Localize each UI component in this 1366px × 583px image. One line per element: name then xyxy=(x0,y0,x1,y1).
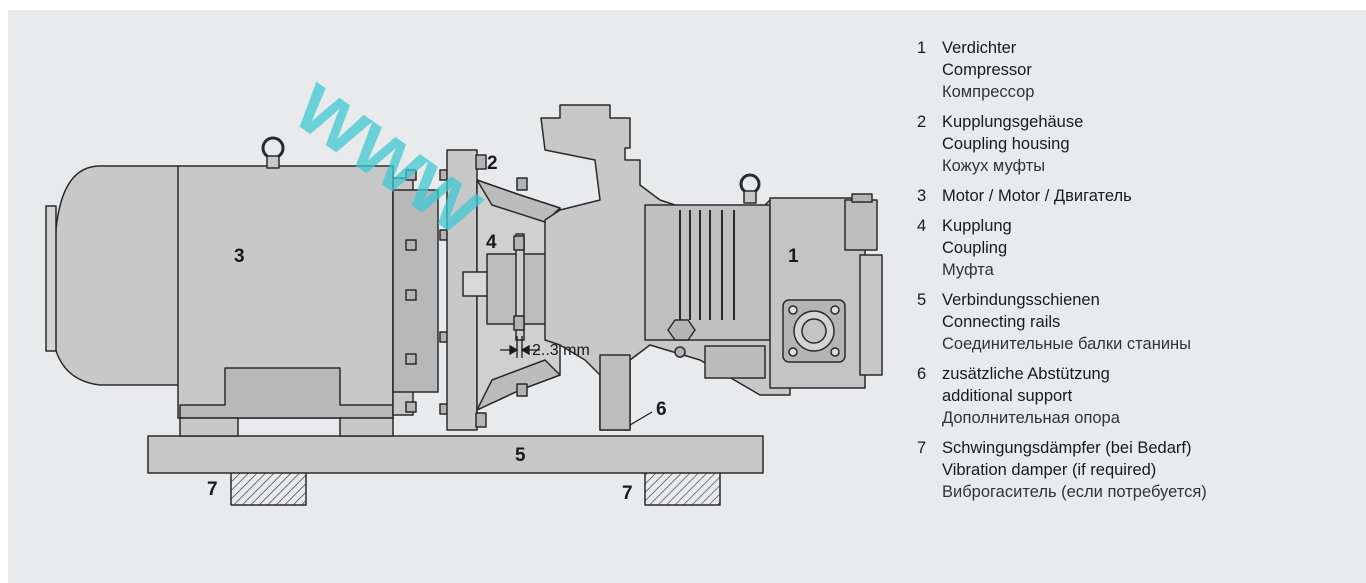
legend-number: 5 xyxy=(917,291,927,309)
legend-german: Verbindungsschienen xyxy=(942,291,1100,309)
legend-russian: Компрессор xyxy=(942,83,1035,101)
legend-german: Kupplungsgehäuse xyxy=(942,113,1084,131)
legend-russian: Муфта xyxy=(942,261,994,279)
legend-item: 5 Verbindungsschienen Connecting rails С… xyxy=(917,289,1357,355)
compressor xyxy=(540,104,883,431)
legend-english: Compressor xyxy=(942,61,1032,79)
legend-english: Vibration damper (if required) xyxy=(942,461,1157,479)
legend-german: Motor xyxy=(942,187,985,205)
callout-compressor: 1 xyxy=(788,246,799,267)
legend-number: 6 xyxy=(917,365,927,383)
legend-english: Motor xyxy=(997,187,1041,205)
motor-flange-bolts xyxy=(405,169,451,415)
legend-number: 2 xyxy=(917,113,927,131)
callout-damper-left: 7 xyxy=(207,479,218,500)
gap-dimension-label: 2..3 mm xyxy=(532,342,590,359)
legend-separator: / xyxy=(984,187,998,205)
legend-russian: Виброгаситель (если потребуется) xyxy=(942,483,1207,501)
legend-german: zusätzliche Abstützung xyxy=(942,365,1110,383)
legend-english: Coupling housing xyxy=(942,135,1070,153)
gap-dimension xyxy=(500,336,540,358)
legend-item: 4 Kupplung Coupling Муфта xyxy=(917,215,1357,281)
callout-coupling-housing: 2 xyxy=(487,153,498,174)
legend-separator: / xyxy=(1040,187,1054,205)
legend-german: Verdichter xyxy=(942,39,1017,57)
legend-item: 7 Schwingungsdämpfer (bei Bedarf) Vibrat… xyxy=(917,437,1357,503)
legend-english: Coupling xyxy=(942,239,1008,257)
legend-english: Connecting rails xyxy=(942,313,1061,331)
vibration-damper-right xyxy=(644,471,721,506)
legend-russian: Кожух муфты xyxy=(942,157,1046,175)
vibration-damper-left xyxy=(230,471,307,506)
legend-inline: Motor / Motor / Двигатель xyxy=(942,185,1357,207)
legend-russian: Дополнительная опора xyxy=(942,409,1120,427)
legend-number: 1 xyxy=(917,39,927,57)
legend-number: 3 xyxy=(917,187,927,205)
legend-german: Kupplung xyxy=(942,217,1012,235)
legend-item: 1 Verdichter Compressor Компрессор xyxy=(917,37,1357,103)
callout-motor: 3 xyxy=(234,246,245,267)
legend: 1 Verdichter Compressor Компрессор 2 Kup… xyxy=(917,37,1357,511)
legend-russian: Двигатель xyxy=(1053,187,1132,205)
callout-additional-support: 6 xyxy=(656,399,667,420)
legend-item: 6 zusätzliche Abstützung additional supp… xyxy=(917,363,1357,429)
legend-number: 4 xyxy=(917,217,927,235)
legend-german: Schwingungsdämpfer (bei Bedarf) xyxy=(942,439,1192,457)
connecting-rail xyxy=(147,435,764,474)
legend-russian: Соединительные балки станины xyxy=(942,335,1192,353)
callout-damper-right: 7 xyxy=(622,483,633,504)
callout-coupling: 4 xyxy=(486,232,497,253)
legend-item: 2 Kupplungsgehäuse Coupling housing Кожу… xyxy=(917,111,1357,177)
legend-english: additional support xyxy=(942,387,1073,405)
legend-number: 7 xyxy=(917,439,927,457)
legend-item: 3 Motor / Motor / Двигатель xyxy=(917,185,1357,207)
callout-connecting-rail: 5 xyxy=(515,445,526,466)
